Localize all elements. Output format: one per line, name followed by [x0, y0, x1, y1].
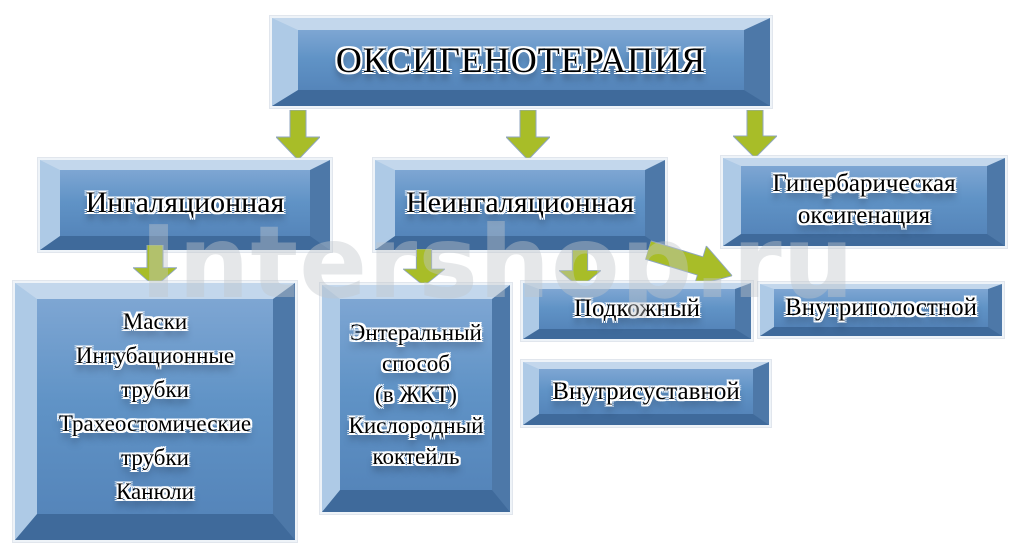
enteral-line-4: Кислородный: [348, 413, 484, 438]
node-intraarticular-label: Внутрисуставной: [552, 377, 740, 405]
node-oxygen-therapy-label: ОКСИГЕНОТЕРАПИЯ: [335, 40, 707, 80]
node-inhalation: Ингаляционная: [40, 160, 330, 250]
arrow-down-icon: [403, 249, 445, 286]
enteral-line-5: коктейль: [372, 444, 460, 469]
node-subcutaneous-label: Подкожный: [573, 295, 701, 322]
devices-line-4: Трахеостомические: [58, 410, 252, 436]
node-inhalation-devices: Маски Интубационные трубки Трахеостомиче…: [15, 283, 295, 540]
devices-line-6: Канюли: [116, 478, 194, 504]
node-subcutaneous: Подкожный: [523, 283, 751, 339]
enteral-line-1: Энтеральный: [350, 320, 482, 345]
devices-line-3: трубки: [121, 376, 189, 402]
node-intracavitary-label: Внутриполостной: [784, 294, 978, 321]
node-hyperbaric-oxygenation: Гипербарическая оксигенация: [723, 158, 1005, 246]
arrow-down-icon: [506, 110, 550, 160]
devices-line-2: Интубационные: [75, 342, 235, 368]
node-hyperbaric-line-2: оксигенация: [797, 202, 931, 229]
arrow-down-icon: [276, 110, 320, 160]
enteral-line-3: (в ЖКТ): [375, 382, 457, 407]
arrow-down-icon: [733, 110, 777, 158]
devices-line-1: Маски: [122, 308, 188, 334]
enteral-line-2: способ: [381, 351, 450, 376]
node-non-inhalation-label: Неингаляционная: [405, 186, 635, 219]
node-non-inhalation: Неингаляционная: [375, 160, 665, 250]
node-intracavitary: Внутриполостной: [760, 284, 1002, 336]
node-oxygen-therapy: ОКСИГЕНОТЕРАПИЯ: [272, 18, 770, 106]
arrow-down-icon: [559, 250, 601, 288]
node-hyperbaric-line-1: Гипербарическая: [772, 170, 956, 197]
devices-line-5: трубки: [121, 444, 189, 470]
node-enteral-method: Энтеральный способ (в ЖКТ) Кислородный к…: [322, 285, 510, 512]
arrow-down-right-icon: [642, 230, 738, 296]
arrow-down-icon: [133, 245, 177, 287]
node-intraarticular: Внутрисуставной: [523, 362, 769, 425]
node-inhalation-label: Ингаляционная: [85, 186, 285, 219]
